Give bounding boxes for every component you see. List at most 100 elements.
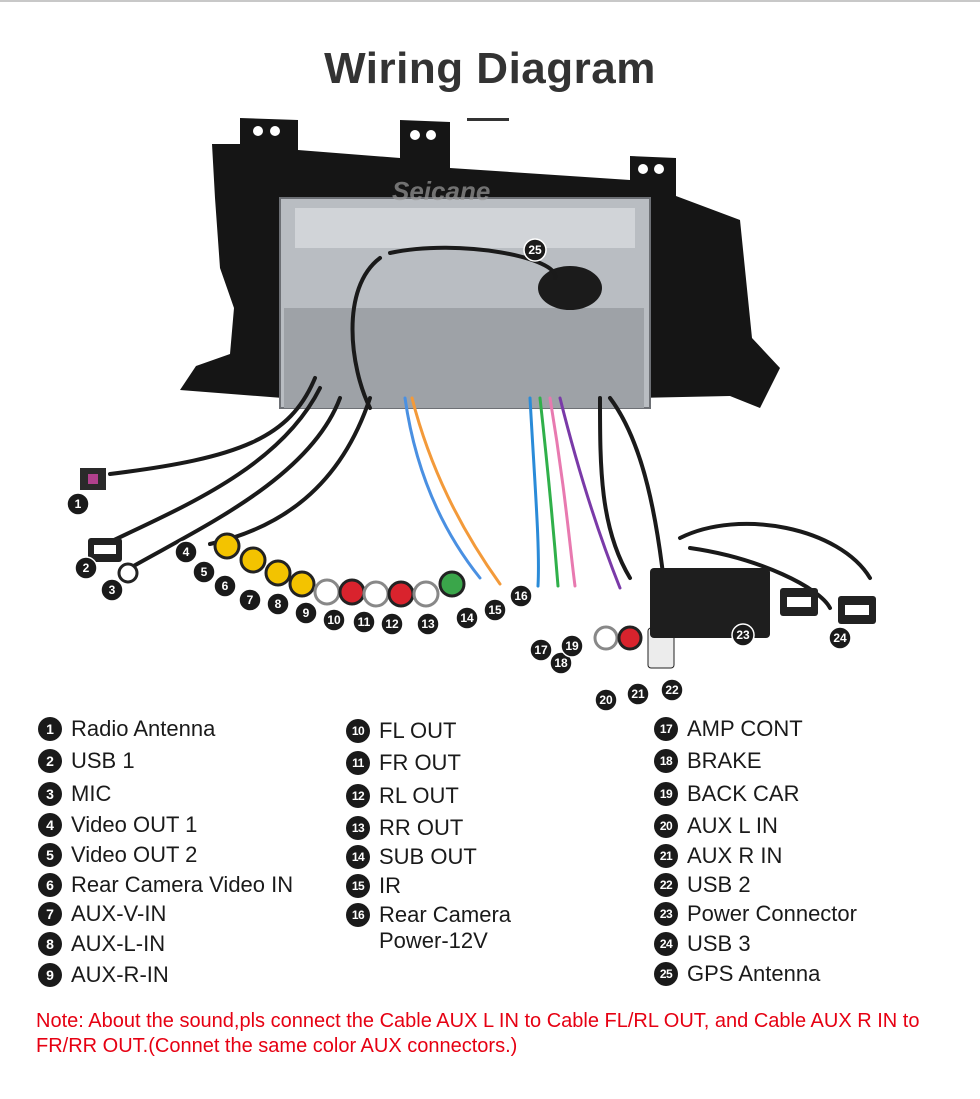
mic-plug xyxy=(117,562,139,584)
legend-label: MIC xyxy=(71,781,112,806)
legend-item: 11 FR OUT xyxy=(346,750,461,776)
legend-number-badge: 4 xyxy=(38,813,62,837)
legend-number-badge: 25 xyxy=(654,962,678,986)
callout-number: 10 xyxy=(327,613,341,627)
head-unit-photo: Seicane xyxy=(66,118,876,712)
callout-circle xyxy=(560,634,584,658)
legend-label: RL OUT xyxy=(379,783,459,808)
sound-note: Note: About the sound,pls connect the Ca… xyxy=(36,1010,920,1057)
callout-number: 19 xyxy=(565,639,579,653)
legend-number-badge: 13 xyxy=(346,816,370,840)
callout-number: 2 xyxy=(83,561,90,575)
callout-circle xyxy=(213,574,237,598)
callout-circle xyxy=(352,610,376,634)
gps-antenna xyxy=(538,266,602,310)
legend-number-badge: 9 xyxy=(38,963,62,987)
page-title: Wiring Diagram xyxy=(324,44,656,93)
frame-hole-2 xyxy=(270,126,280,136)
callout-number: 4 xyxy=(183,545,190,559)
legend-number-badge: 18 xyxy=(654,749,678,773)
legend-number-badge: 19 xyxy=(654,782,678,806)
callout-number: 21 xyxy=(631,687,645,701)
callout-number: 17 xyxy=(534,643,548,657)
callout-number: 6 xyxy=(222,579,229,593)
callout-number: 11 xyxy=(358,615,371,629)
legend-item: 7 AUX-V-IN xyxy=(38,901,166,927)
chassis-top xyxy=(295,208,635,248)
top-divider xyxy=(0,0,980,2)
legend-item: 22 USB 2 xyxy=(654,872,751,898)
frame-hole-6 xyxy=(654,164,664,174)
callout-circle xyxy=(523,238,547,262)
legend-number-badge: 21 xyxy=(654,844,678,868)
legend-number-badge: 7 xyxy=(38,902,62,926)
legend-number-badge: 5 xyxy=(38,843,62,867)
legend-number-badge: 22 xyxy=(654,873,678,897)
legend-label: SUB OUT xyxy=(379,844,477,869)
callout-number: 24 xyxy=(833,631,847,645)
callout-circle xyxy=(455,606,479,630)
legend-item: 15 IR xyxy=(346,873,401,899)
legend-label: FR OUT xyxy=(379,750,461,775)
legend-number-badge: 12 xyxy=(346,784,370,808)
legend-number-badge: 16 xyxy=(346,903,370,927)
legend-number-badge: 8 xyxy=(38,932,62,956)
legend-number-badge: 15 xyxy=(346,874,370,898)
frame-hole-4 xyxy=(426,130,436,140)
legend-item: 14 SUB OUT xyxy=(346,844,477,870)
legend-number-badge: 10 xyxy=(346,719,370,743)
legend-label: USB 2 xyxy=(687,872,751,897)
callout-number: 14 xyxy=(460,611,474,625)
callout-number: 1 xyxy=(75,497,82,511)
legend-item: 21 AUX R IN xyxy=(654,843,782,869)
legend-label: USB 3 xyxy=(687,931,751,956)
legend-number-badge: 11 xyxy=(346,751,370,775)
callout-circle xyxy=(660,678,684,702)
legend-label: GPS Antenna xyxy=(687,961,821,986)
callout-number: 16 xyxy=(514,589,528,603)
callout-circle xyxy=(416,612,440,636)
legend-number-badge: 2 xyxy=(38,749,62,773)
legend-label: AUX-V-IN xyxy=(71,901,167,926)
legend-item: 3 MIC xyxy=(38,781,111,807)
frame-hole-1 xyxy=(253,126,263,136)
legend-label: Video OUT 1 xyxy=(71,812,198,837)
callout-circle xyxy=(509,584,533,608)
callout-circle xyxy=(828,626,852,650)
callout-number: 23 xyxy=(736,628,750,642)
callout-circle xyxy=(549,651,573,675)
legend-number-badge: 3 xyxy=(38,782,62,806)
black-cables xyxy=(108,245,872,650)
callout-number: 13 xyxy=(421,617,435,631)
callout-circle xyxy=(294,601,318,625)
callout-circle xyxy=(174,540,198,564)
callout-number: 12 xyxy=(385,617,399,631)
legend-label: AUX R IN xyxy=(687,843,783,868)
callout-number: 9 xyxy=(303,606,310,620)
callout-number: 8 xyxy=(275,597,282,611)
legend-item: 4 Video OUT 1 xyxy=(38,812,197,838)
legend-number-badge: 14 xyxy=(346,845,370,869)
legend-label: Video OUT 2 xyxy=(71,842,198,867)
callout-circle xyxy=(266,592,290,616)
legend-item: 12 RL OUT xyxy=(346,783,459,809)
watermark: Seicane xyxy=(392,176,490,206)
legend-number-badge: 24 xyxy=(654,932,678,956)
legend-number-badge: 23 xyxy=(654,902,678,926)
usb1-port xyxy=(94,545,116,554)
legend-label: RR OUT xyxy=(379,815,464,840)
legend-label: Radio Antenna xyxy=(71,716,216,741)
callout-circle xyxy=(100,578,124,602)
legend-label: IR xyxy=(379,873,401,898)
legend-label: AMP CONT xyxy=(687,716,803,741)
usb3-port-a xyxy=(787,597,811,607)
